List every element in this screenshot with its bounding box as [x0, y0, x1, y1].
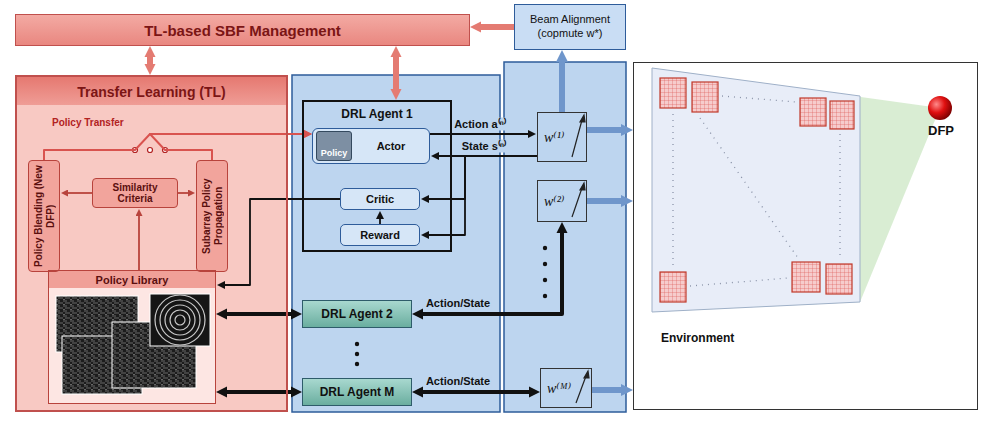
actor-box: ActorPolicy	[312, 128, 430, 164]
critic-box: Critic	[340, 188, 420, 210]
node-text: Policy Library	[49, 271, 215, 289]
node-text: DRL Agent 1	[312, 104, 442, 124]
connector	[227, 312, 291, 316]
connector	[225, 199, 340, 285]
node-text: Policy	[321, 148, 348, 158]
connector	[44, 134, 304, 160]
connector	[178, 192, 188, 194]
node-text: Similarity Criteria	[97, 182, 173, 205]
agent-box: DRL Agent 2	[302, 300, 412, 328]
connector	[430, 133, 528, 135]
node-text: w⁽ᴹ⁾	[547, 380, 571, 397]
node-text: DRL Agent 2	[321, 307, 392, 321]
process-box: Subarray Policy Propagation	[196, 160, 228, 272]
node-text: Actor	[377, 140, 406, 152]
process-box: Policy Blending (New DFP)	[28, 160, 60, 272]
beamformer-box: w⁽ᴹ⁾	[540, 368, 592, 408]
connector	[393, 57, 399, 89]
connector	[559, 62, 565, 112]
connector	[150, 134, 304, 160]
node-text: Policy Blending (New DFP)	[33, 161, 56, 271]
connector	[429, 156, 537, 199]
management-band: TL-based SBF Management	[15, 14, 470, 46]
connector	[423, 390, 529, 394]
library-box: Policy Library	[48, 270, 216, 404]
process-box: Similarity Criteria	[92, 178, 178, 208]
connector	[592, 387, 621, 393]
node-text: Critic	[366, 193, 394, 205]
annotation-label: Policy Transfer	[50, 117, 126, 128]
edge-label: Action a⁽ⁿ⁾	[452, 118, 508, 131]
edge-label: State s⁽ⁿ⁾	[460, 140, 508, 153]
beamformer-box: w⁽¹⁾	[537, 112, 587, 162]
node-text: TL-based SBF Management	[144, 22, 341, 39]
connector	[227, 390, 291, 394]
node-text: Environment	[659, 331, 736, 345]
connector	[481, 24, 514, 30]
environment-box: Environment	[633, 62, 978, 410]
beamformer-box: w⁽²⁾	[537, 180, 587, 222]
connector	[587, 198, 621, 204]
edge-label: Action/State	[424, 375, 492, 388]
node-text: w⁽²⁾	[544, 193, 564, 210]
target-label: DFP	[926, 123, 956, 138]
node-text: Reward	[360, 229, 400, 241]
connector	[138, 216, 140, 270]
policy-icon: Policy	[316, 131, 352, 161]
agent-box: DRL Agent 1 ActorPolicyCriticReward	[302, 100, 452, 252]
node-text: Beam Alignment (copmute w*)	[519, 13, 621, 41]
connector	[429, 156, 537, 235]
node-text: Transfer Learning (TL)	[17, 77, 286, 107]
edge-label: Action/State	[424, 297, 492, 310]
node-text: DRL Agent M	[320, 385, 395, 399]
connector	[423, 233, 562, 314]
connector	[147, 57, 153, 64]
node-text: w⁽¹⁾	[544, 129, 564, 146]
process-box: Beam Alignment (copmute w*)	[514, 4, 626, 50]
reward-box: Reward	[340, 224, 420, 246]
connector	[68, 192, 92, 194]
connector	[587, 127, 621, 133]
node-text: Subarray Policy Propagation	[201, 161, 224, 271]
agent-box: DRL Agent M	[302, 378, 412, 406]
